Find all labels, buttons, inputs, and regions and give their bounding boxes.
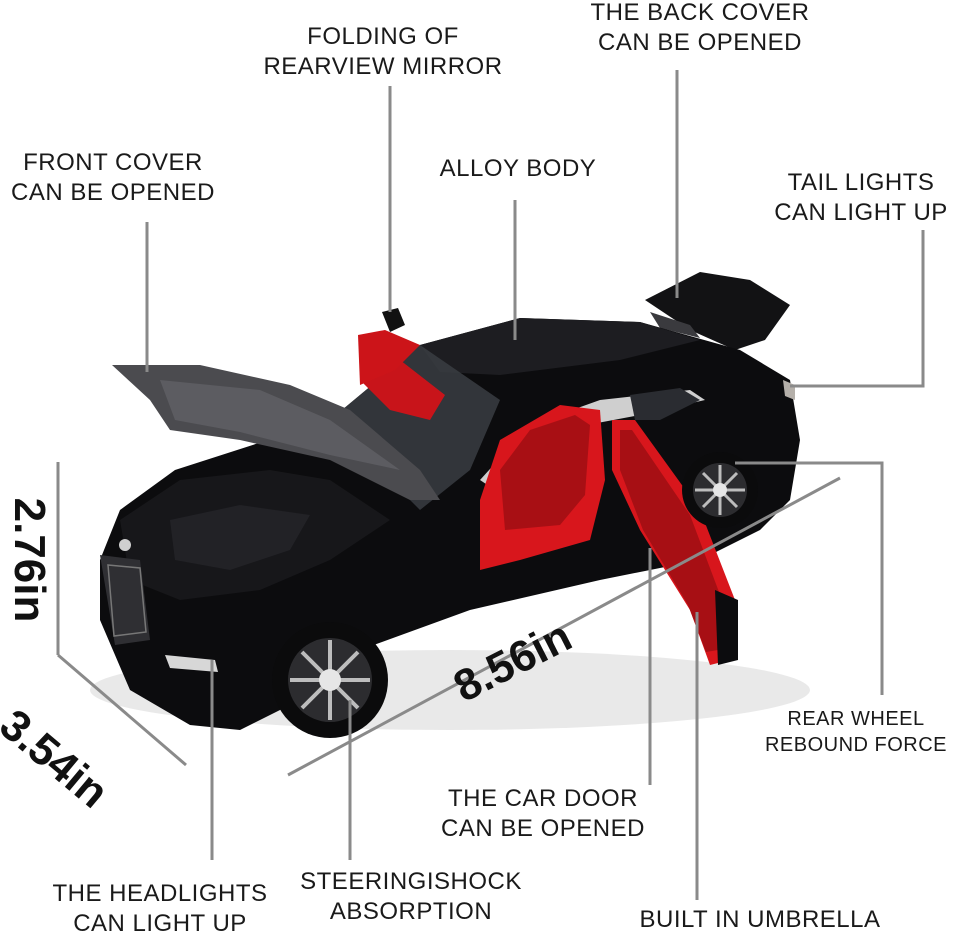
line-tail-lights	[790, 230, 925, 388]
dimension-height: 2.76in	[5, 497, 54, 623]
callout-tail-lights: TAIL LIGHTS CAN LIGHT UP	[774, 169, 948, 226]
callout-car-door: THE CAR DOOR CAN BE OPENED	[441, 785, 645, 842]
callout-lines	[56, 70, 925, 900]
back-cover-shape	[645, 272, 790, 350]
line-rear-wheel	[735, 461, 884, 695]
callout-headlights: THE HEADLIGHTS CAN LIGHT UP	[52, 880, 268, 937]
dim-line-length	[287, 476, 841, 777]
rear-wheel	[682, 452, 758, 528]
callout-folding-mirror: FOLDING OF REARVIEW MIRROR	[263, 23, 503, 80]
callout-alloy-body: ALLOY BODY	[439, 155, 597, 182]
callout-front-cover: FRONT COVER CAN BE OPENED	[11, 149, 215, 206]
front-wheel	[272, 622, 388, 738]
headlight	[165, 655, 218, 672]
dim-line-width	[57, 653, 187, 767]
callout-steering: STEERINGISHOCK ABSORPTION	[300, 868, 522, 925]
callout-rear-wheel: REAR WHEEL REBOUND FORCE	[764, 708, 948, 756]
callout-back-cover: THE BACK COVER CAN BE OPENED	[590, 0, 810, 56]
rearview-mirror	[382, 308, 405, 332]
callout-umbrella: BUILT IN UMBRELLA	[639, 906, 881, 933]
